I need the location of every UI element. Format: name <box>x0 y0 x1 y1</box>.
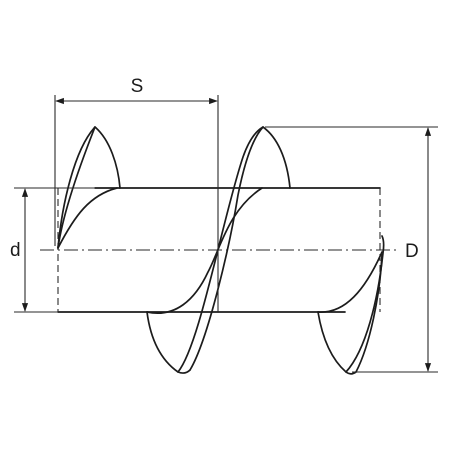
flight-3-inner-edge <box>355 254 383 373</box>
shaft-diameter-label: d <box>10 240 21 261</box>
outer-diameter-label: D <box>405 241 419 262</box>
flight-2-inner-edge <box>189 126 264 371</box>
flight-1-inner-edge <box>57 126 96 249</box>
flight-3-shaft-curve <box>317 251 383 313</box>
flight-1-shaft-curve <box>57 187 118 249</box>
pitch-label: S <box>131 76 144 97</box>
flight-2-outer-edge <box>146 126 291 373</box>
flight-2-shaft-curve <box>146 187 263 314</box>
helical-flights <box>57 126 385 375</box>
pitch-dimension: S <box>54 76 219 312</box>
flight-3-outer-edge <box>317 235 385 373</box>
flight-2-bottom-tip <box>177 369 191 374</box>
shaft <box>40 187 398 313</box>
outer-diameter-dimension: D <box>265 126 438 373</box>
shaft-diameter-dimension: d <box>10 187 95 313</box>
flight-1-outer-edge <box>57 126 121 249</box>
